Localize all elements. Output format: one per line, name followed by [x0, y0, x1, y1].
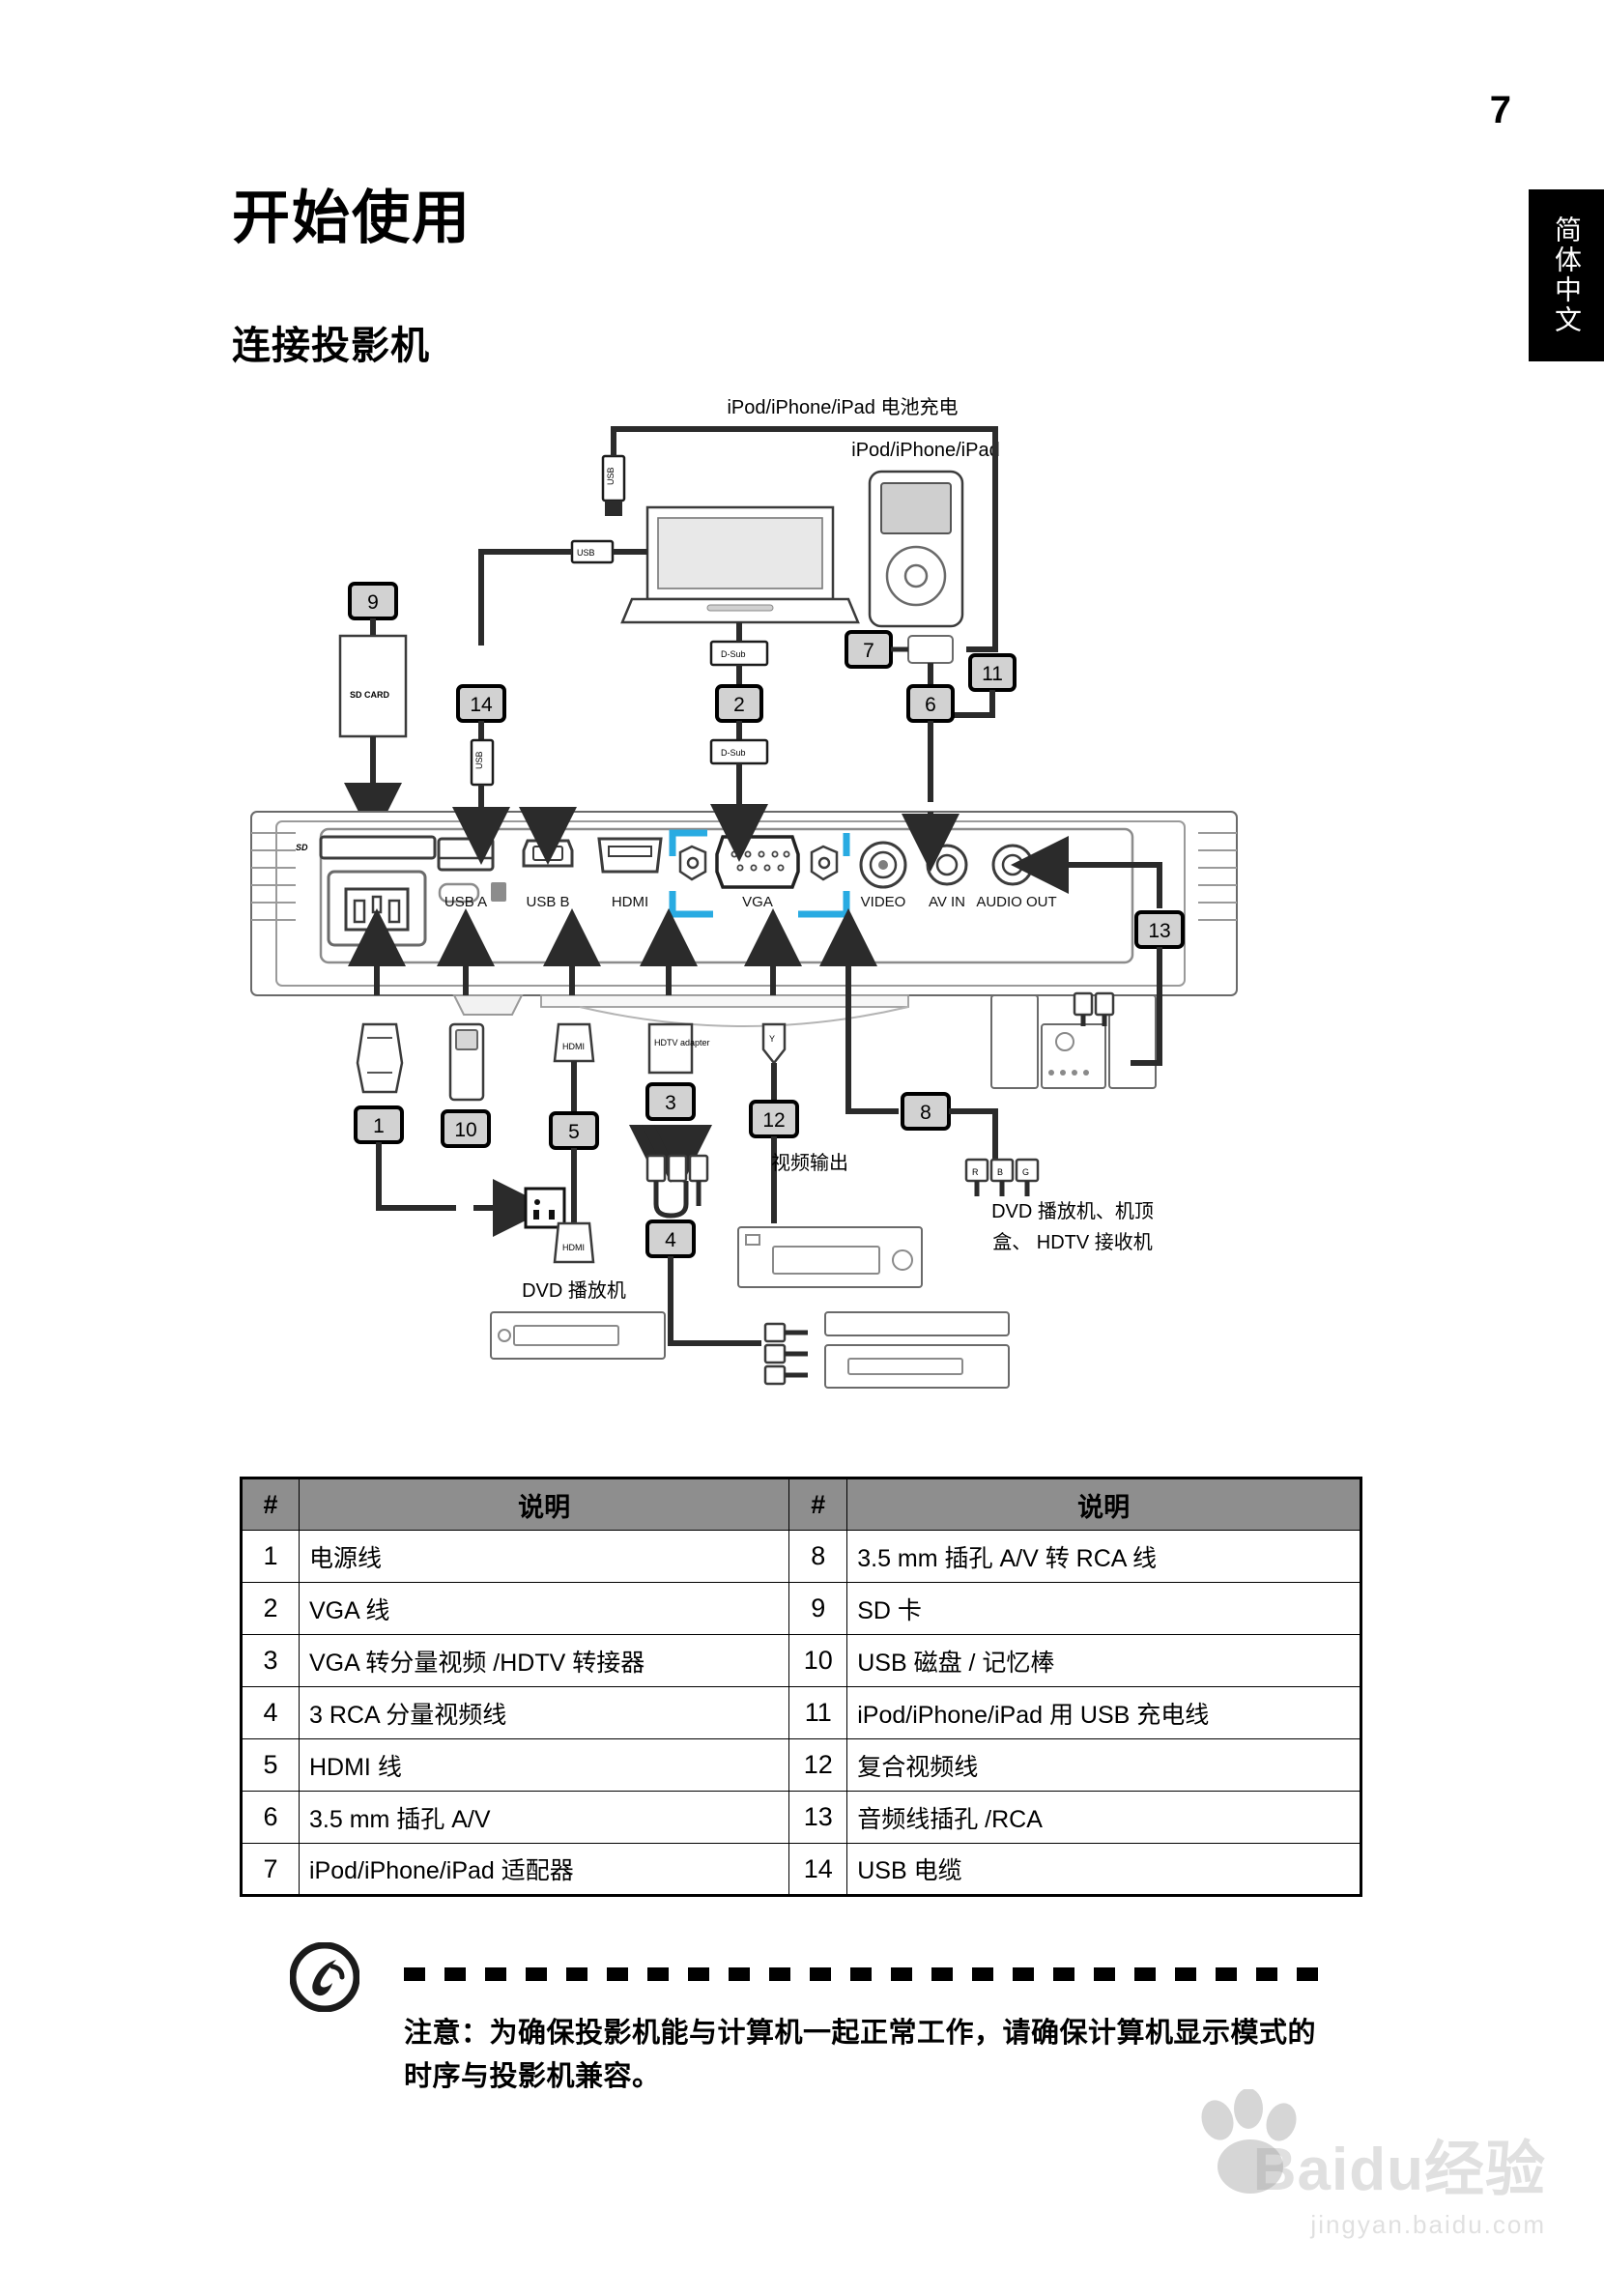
connector-tag-usb-mini: USB [474, 751, 484, 769]
connector-tag-comp-y: Y [769, 1034, 775, 1044]
connector-tag-sd-card: SD CARD [350, 690, 390, 700]
language-tab-label: 简体中文 [1552, 215, 1582, 335]
port-label-vga: VGA [742, 894, 773, 910]
connector-tag-hdtv-adapter: HDTV adapter [654, 1038, 710, 1048]
cell-num: 6 [241, 1791, 300, 1844]
cell-desc: iPod/iPhone/iPad 用 USB 充电线 [846, 1686, 1361, 1739]
cell-desc: 3.5 mm 插孔 A/V 转 RCA 线 [846, 1530, 1361, 1583]
port-label-usb-b: USB B [526, 894, 569, 910]
cell-num: 7 [241, 1843, 300, 1896]
cell-desc: 3 RCA 分量视频线 [298, 1686, 790, 1739]
cell-num: 1 [241, 1530, 300, 1583]
cell-num: 14 [788, 1843, 848, 1896]
svg-text:5: 5 [568, 1121, 580, 1143]
cell-desc: VGA 转分量视频 /HDTV 转接器 [298, 1634, 790, 1687]
cell-num: 3 [241, 1634, 300, 1687]
diagram-label-dvd-stb-1: DVD 播放机、机顶 [991, 1200, 1154, 1222]
connector-tag-usb-laptop: USB [577, 548, 595, 558]
connection-diagram: .ln { stroke:#2b2b2b; stroke-width:6; fi… [232, 396, 1353, 1449]
cell-desc: 3.5 mm 插孔 A/V [298, 1791, 790, 1844]
connector-tag-usb-top: USB [606, 467, 616, 485]
cell-desc: 音频线插孔 /RCA [846, 1791, 1361, 1844]
port-label-av-in: AV IN [929, 894, 965, 910]
connector-tag-dsub-bottom: D-Sub [721, 748, 746, 758]
cell-desc: SD 卡 [846, 1582, 1361, 1635]
cell-num: 12 [788, 1738, 848, 1792]
language-tab: 简体中文 [1529, 189, 1604, 361]
table-row: 3 VGA 转分量视频 /HDTV 转接器 10 USB 磁盘 / 记忆棒 [241, 1634, 1361, 1687]
paw-watermark-icon [1201, 2089, 1297, 2194]
svg-text:12: 12 [762, 1109, 785, 1132]
acer-note-icon [290, 1942, 359, 2012]
cell-num: 10 [788, 1634, 848, 1687]
table-header-row: # 说明 # 说明 [241, 1478, 1361, 1531]
cell-desc: 复合视频线 [846, 1738, 1361, 1792]
cell-desc: USB 电缆 [846, 1843, 1361, 1896]
connector-tag-rca-r: R [972, 1167, 979, 1177]
note-dashed-rule [404, 1967, 1333, 1981]
callout-10 [441, 1109, 491, 1148]
table-row: 5 HDMI 线 12 复合视频线 [241, 1738, 1361, 1792]
svg-text:1: 1 [373, 1115, 385, 1137]
diagram-label-ipod-charge: iPod/iPhone/iPad 电池充电 [727, 396, 958, 418]
svg-text:13: 13 [1148, 920, 1170, 942]
callout-3 [645, 1082, 696, 1121]
diagram-label-dvd-player: DVD 播放机 [522, 1279, 626, 1302]
cell-desc: HDMI 线 [298, 1738, 790, 1792]
svg-text:8: 8 [920, 1102, 931, 1124]
diagram-label-video-out: 视频输出 [771, 1152, 848, 1174]
header-desc-right: 说明 [846, 1478, 1361, 1531]
svg-text:2: 2 [733, 694, 745, 716]
table-row: 2 VGA 线 9 SD 卡 [241, 1582, 1361, 1635]
port-label-video: VIDEO [861, 894, 906, 910]
connector-tag-rca-g: G [1022, 1167, 1029, 1177]
port-label-usb-a: USB A [444, 894, 487, 910]
svg-text:SD: SD [296, 843, 308, 852]
svg-text:11: 11 [982, 663, 1003, 685]
table-row: 7 iPod/iPhone/iPad 适配器 14 USB 电缆 [241, 1843, 1361, 1896]
connector-tag-dsub-top: D-Sub [721, 649, 746, 659]
page-title: 开始使用 [232, 186, 472, 250]
cell-desc: iPod/iPhone/iPad 适配器 [298, 1843, 790, 1896]
table-row: 6 3.5 mm 插孔 A/V 13 音频线插孔 /RCA [241, 1791, 1361, 1844]
svg-text:10: 10 [454, 1119, 476, 1141]
connector-tag-hdmi-bottom: HDMI [562, 1243, 585, 1252]
cell-num: 5 [241, 1738, 300, 1792]
header-num-right: # [788, 1478, 848, 1531]
port-label-audio-out: AUDIO OUT [976, 894, 1056, 910]
svg-text:9: 9 [367, 591, 379, 614]
table-row: 1 电源线 8 3.5 mm 插孔 A/V 转 RCA 线 [241, 1530, 1361, 1583]
header-num-left: # [241, 1478, 300, 1531]
cell-desc: VGA 线 [298, 1582, 790, 1635]
diagram-label-ipod-device: iPod/iPhone/iPad [851, 440, 999, 461]
page-number: 7 [1489, 89, 1511, 131]
svg-text:14: 14 [470, 694, 493, 716]
cell-num: 8 [788, 1530, 848, 1583]
cell-desc: 电源线 [298, 1530, 790, 1583]
connector-tag-hdmi-top: HDMI [562, 1042, 585, 1051]
cell-desc: USB 磁盘 / 记忆棒 [846, 1634, 1361, 1687]
cell-num: 4 [241, 1686, 300, 1739]
connector-tag-rca-b: B [997, 1167, 1003, 1177]
cell-num: 11 [788, 1686, 848, 1739]
cell-num: 9 [788, 1582, 848, 1635]
table-row: 4 3 RCA 分量视频线 11 iPod/iPhone/iPad 用 USB … [241, 1686, 1361, 1739]
parts-table: # 说明 # 说明 1 电源线 8 3.5 mm 插孔 A/V 转 RCA 线 … [240, 1477, 1362, 1897]
diagram-label-dvd-stb-2: 盒、 HDTV 接收机 [992, 1231, 1153, 1253]
watermark-sub: jingyan.baidu.com [1310, 2210, 1546, 2239]
cell-num: 2 [241, 1582, 300, 1635]
cell-num: 13 [788, 1791, 848, 1844]
section-title: 连接投影机 [232, 325, 430, 367]
svg-text:7: 7 [863, 640, 874, 662]
note-text: 注意：为确保投影机能与计算机一起正常工作，请确保计算机显示模式的时序与投影机兼容… [404, 2018, 1317, 2092]
svg-text:3: 3 [665, 1092, 676, 1114]
svg-text:6: 6 [925, 694, 936, 716]
port-label-hdmi: HDMI [612, 894, 648, 910]
svg-text:4: 4 [665, 1229, 676, 1251]
header-desc-left: 说明 [298, 1478, 790, 1531]
